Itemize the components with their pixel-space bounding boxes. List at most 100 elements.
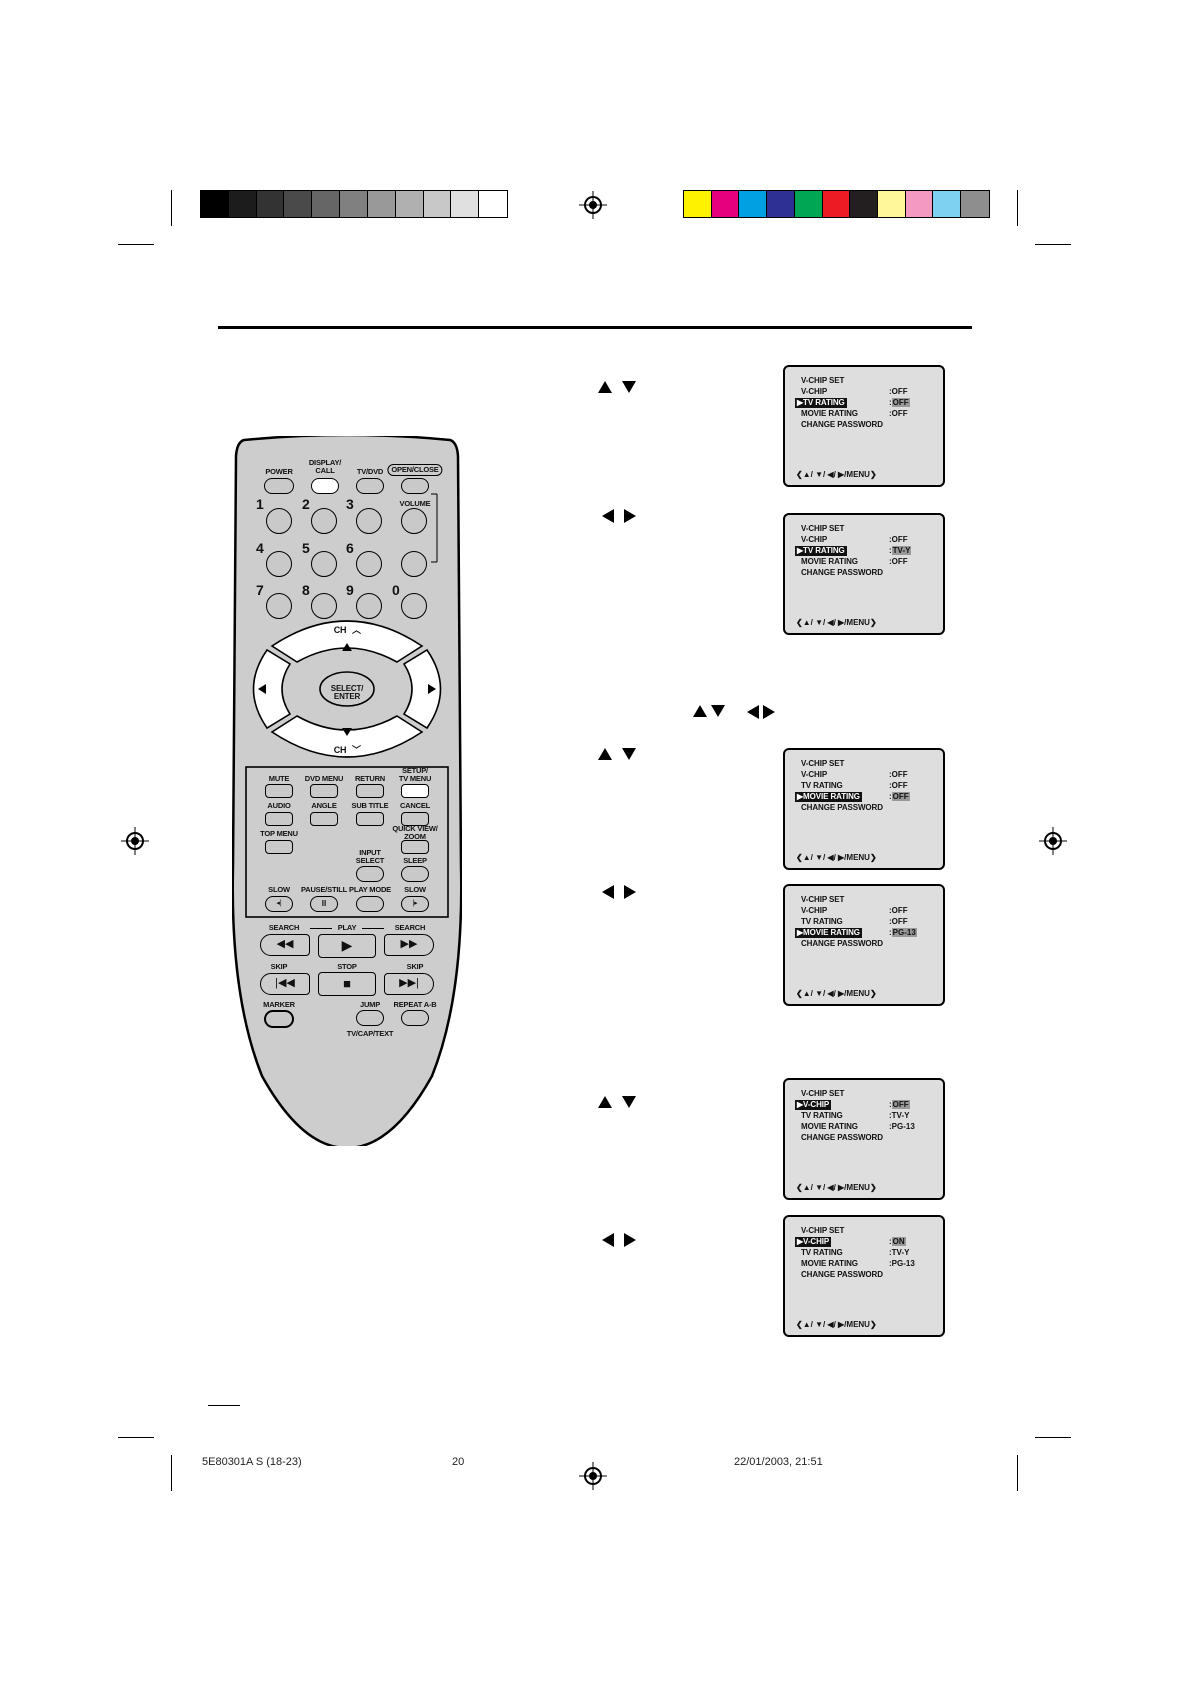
play-button[interactable]: ▶ [318, 934, 376, 958]
right-button[interactable] [422, 650, 452, 728]
color-swatch [878, 191, 906, 217]
open-close-button[interactable] [401, 478, 429, 494]
key-1-button[interactable] [266, 508, 292, 534]
return-button[interactable] [356, 784, 384, 798]
skip-back-button[interactable]: |◀◀ [260, 973, 310, 995]
mute-button[interactable] [265, 784, 293, 798]
color-swatch [822, 191, 851, 217]
key-7-button[interactable] [266, 593, 292, 619]
title-rule [218, 326, 972, 329]
tv-dvd-button[interactable] [356, 478, 384, 494]
stop-button[interactable]: ■ [318, 972, 376, 996]
top-menu-button[interactable] [265, 840, 293, 854]
osd-menu-row: MOVIE RATING [795, 1259, 858, 1269]
color-swatch [933, 191, 962, 217]
marker-button[interactable] [264, 1010, 294, 1028]
cancel-button[interactable] [401, 812, 429, 826]
color-swatch [905, 191, 934, 217]
up-down-arrows [693, 705, 775, 719]
setup-tv-menu-button[interactable] [401, 784, 429, 798]
search-forward-button[interactable]: ▶▶ [384, 934, 434, 956]
osd-row-value: :OFF [889, 770, 908, 779]
jump-button[interactable] [356, 1010, 384, 1026]
osd-menu-row: ▶MOVIE RATING [795, 928, 862, 938]
search-reverse-button[interactable]: ◀◀ [260, 934, 310, 956]
select-enter-button[interactable] [320, 672, 374, 706]
left-arrow-icon [602, 885, 614, 899]
slow-reverse-label: SLOW [268, 885, 290, 894]
down-arrow-icon [622, 748, 636, 760]
osd-nav-hint: ❮▲/ ▼/ ◀/ ▶/MENU❯ [796, 1183, 877, 1192]
key-5-button[interactable] [311, 551, 337, 577]
osd-row-label: V-CHIP [801, 770, 828, 779]
subtitle-label: SUB TITLE [351, 801, 389, 810]
left-right-arrows [602, 509, 636, 523]
key-0-button[interactable] [401, 593, 427, 619]
skip-forward-button[interactable]: ▶▶| [384, 973, 434, 995]
play-mode-button[interactable] [356, 896, 384, 912]
osd-menu-row: V-CHIP SET [795, 1089, 844, 1099]
key-2-button[interactable] [311, 508, 337, 534]
repeat-ab-label: REPEAT A-B [393, 1000, 437, 1009]
osd-menu-row: ▶TV RATING [795, 546, 847, 556]
right-arrow-icon [624, 885, 636, 899]
osd-menu-row: V-CHIP [795, 906, 827, 916]
down-arrow-icon [622, 381, 636, 393]
osd-row-label: V-CHIP SET [801, 895, 845, 904]
key-3-button[interactable] [356, 508, 382, 534]
key-2-label: 2 [302, 496, 310, 512]
osd-row-value: :OFF [889, 398, 910, 407]
sleep-button[interactable] [401, 866, 429, 882]
ch-up-button[interactable] [277, 598, 417, 632]
ch-down-button[interactable] [277, 712, 417, 742]
repeat-ab-button[interactable] [401, 1010, 429, 1026]
display-call-button[interactable] [311, 478, 339, 494]
dvd-menu-button[interactable] [310, 784, 338, 798]
slow-reverse-button[interactable]: ◂| [265, 896, 293, 912]
pause-still-button[interactable]: II [310, 896, 338, 912]
divider [362, 928, 384, 929]
registration-mark-icon [579, 191, 607, 219]
osd-row-label: MOVIE RATING [801, 557, 858, 566]
angle-label: ANGLE [311, 801, 337, 810]
osd-menu-row: CHANGE PASSWORD [795, 803, 883, 813]
osd-row-label: MOVIE RATING [801, 1122, 858, 1131]
key-6-button[interactable] [356, 551, 382, 577]
sleep-label: SLEEP [403, 856, 427, 865]
chevron-up-icon: ︿ [352, 625, 362, 635]
up-arrow-icon [598, 381, 612, 393]
display-call-label: DISPLAY/ CALL [308, 458, 342, 475]
key-8-button[interactable] [311, 593, 337, 619]
color-swatch [284, 191, 313, 217]
volume-down-button[interactable] [401, 551, 427, 577]
slow-forward-button[interactable]: |▸ [401, 896, 429, 912]
osd-row-label: V-CHIP SET [801, 1226, 845, 1235]
subtitle-button[interactable] [356, 812, 384, 826]
up-down-arrows [598, 381, 636, 393]
volume-up-button[interactable] [401, 508, 427, 534]
top-menu-label: TOP MENU [260, 829, 298, 838]
footer-date: 22/01/2003, 21:51 [734, 1456, 823, 1468]
key-1-label: 1 [256, 496, 264, 512]
crop-mark [118, 244, 154, 245]
key-9-button[interactable] [356, 593, 382, 619]
quick-view-zoom-button[interactable] [401, 840, 429, 854]
up-arrow-icon [598, 748, 612, 760]
input-select-label: INPUT SELECT [355, 848, 385, 865]
key-4-button[interactable] [266, 551, 292, 577]
left-arrow-icon [747, 705, 759, 719]
angle-button[interactable] [310, 812, 338, 826]
audio-button[interactable] [265, 812, 293, 826]
osd-row-label: ▶V-CHIP [795, 1100, 832, 1110]
right-arrow-icon [624, 1233, 636, 1247]
power-label: POWER [265, 467, 293, 476]
search-forward-label: SEARCH [394, 923, 426, 932]
input-select-button[interactable] [356, 866, 384, 882]
power-button[interactable] [264, 478, 294, 494]
crop-mark [1035, 1437, 1071, 1438]
left-button[interactable] [242, 650, 272, 728]
osd-menu-row: V-CHIP SET [795, 759, 844, 769]
crop-mark [1035, 244, 1071, 245]
